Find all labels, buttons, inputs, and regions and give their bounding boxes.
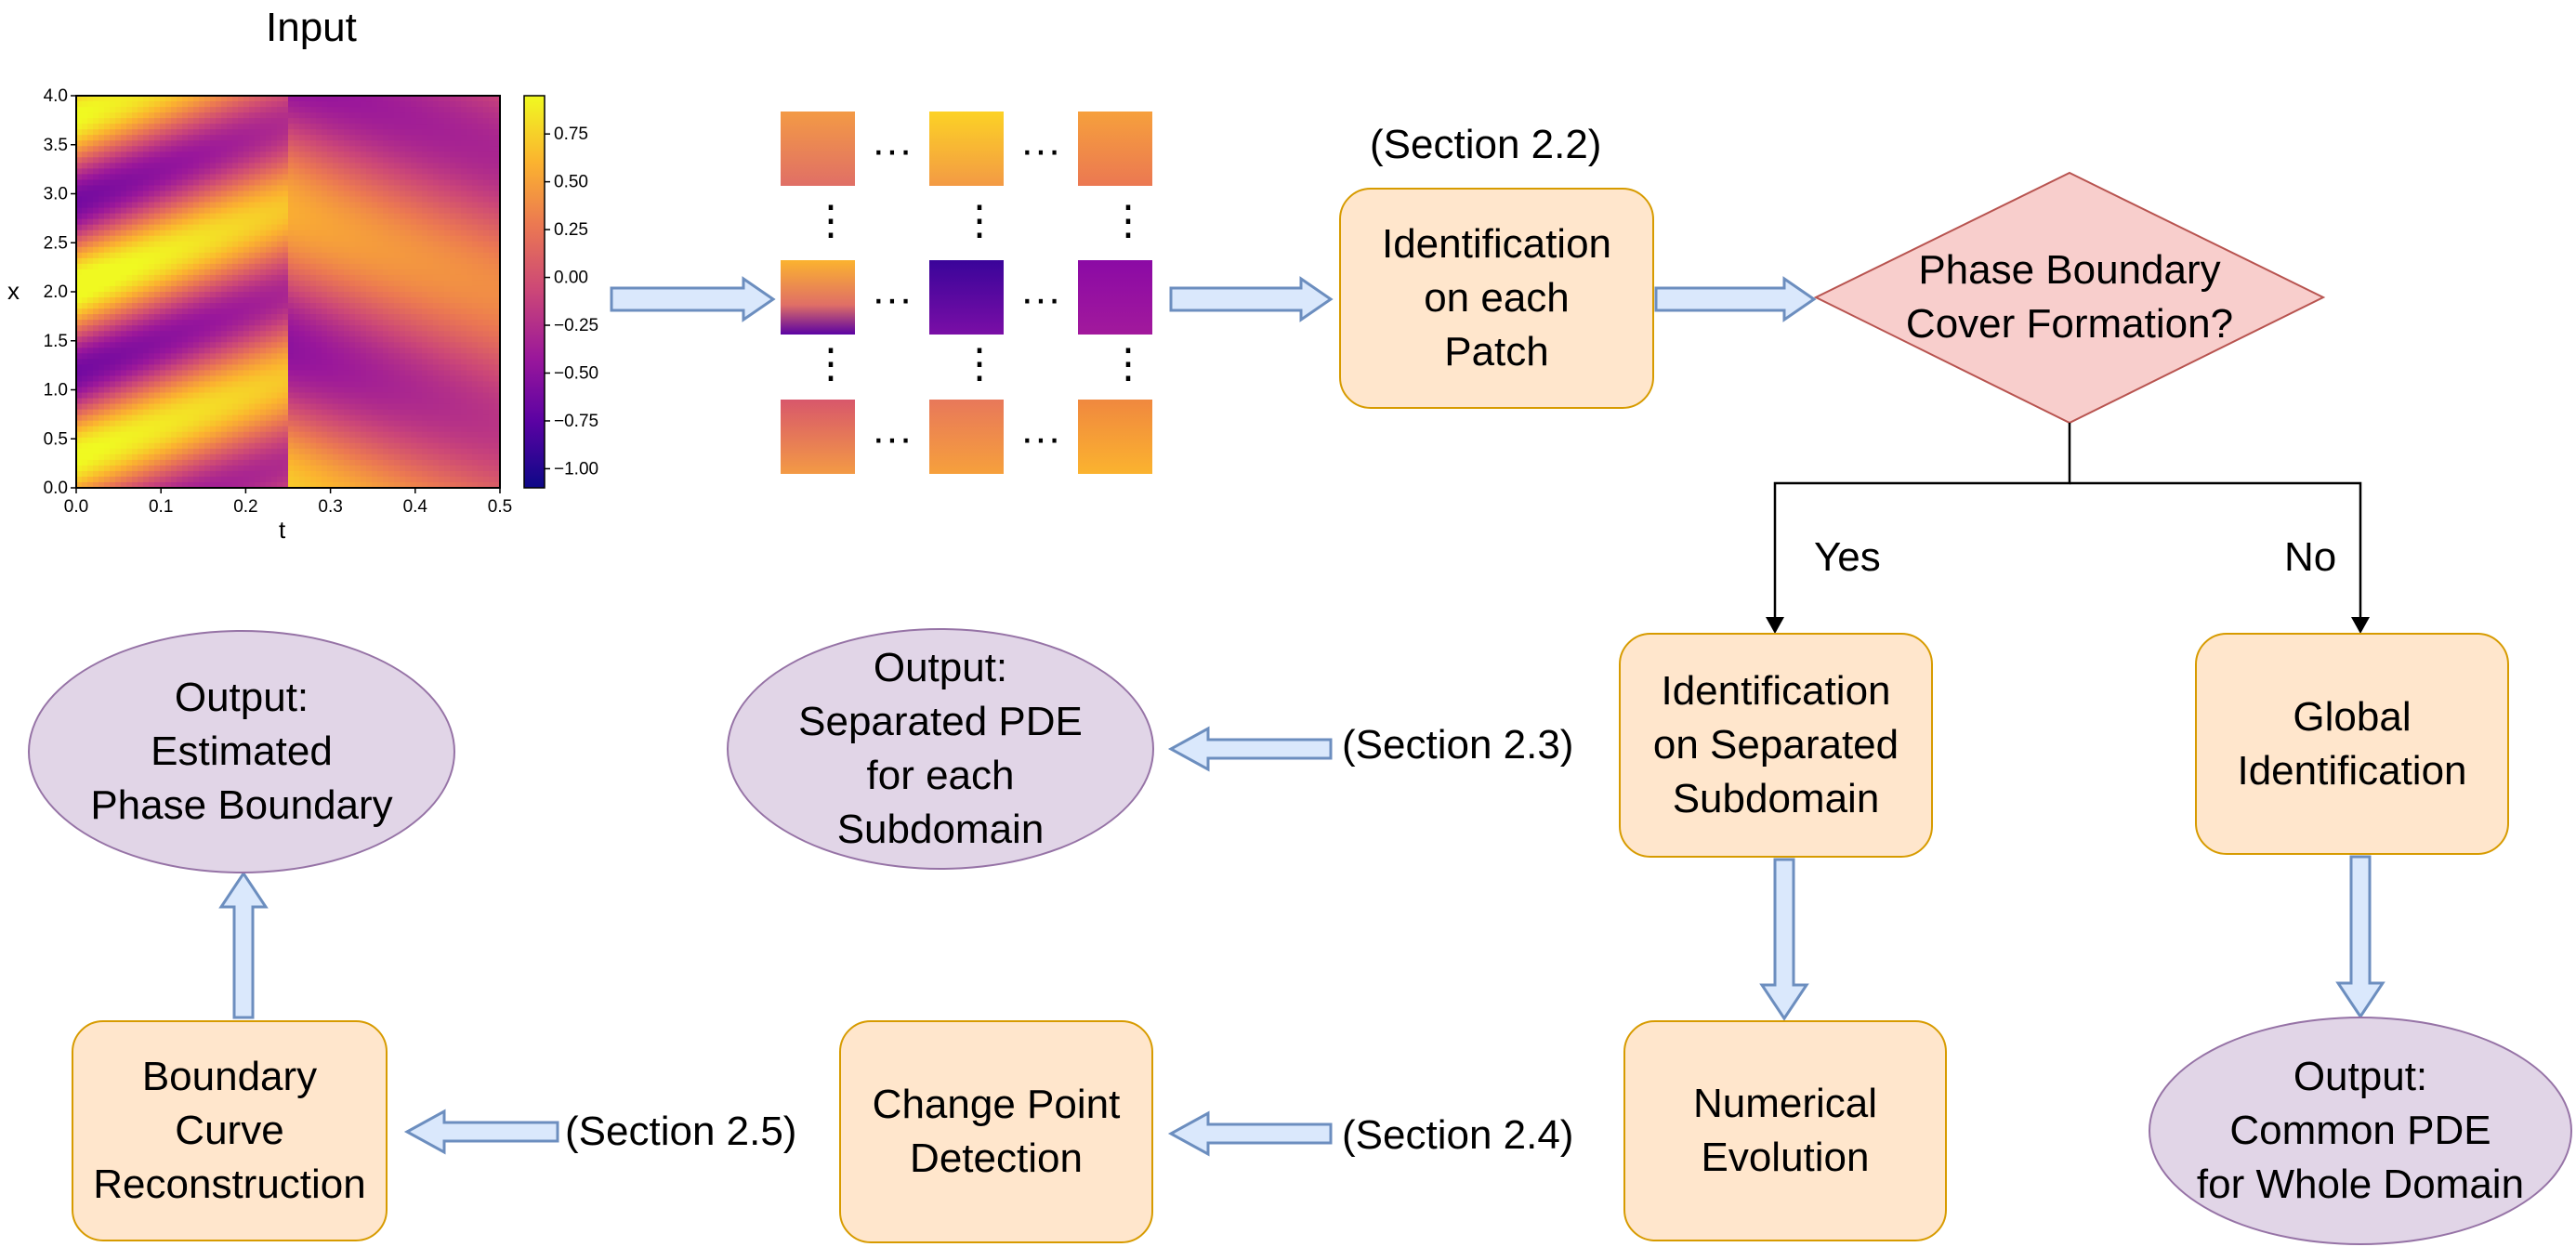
- heatmap-x-tick: 0.0: [64, 497, 88, 517]
- colorbar-tick: 0.50: [554, 173, 588, 192]
- yes-arrowhead: [1766, 617, 1784, 634]
- ellipsis-h-2: ···: [1020, 127, 1061, 173]
- yes-label: Yes: [1814, 534, 1881, 580]
- heatmap-x-tick: 0.5: [488, 497, 512, 517]
- section-2-2-label: (Section 2.2): [1370, 122, 1602, 167]
- colorbar-ticks: 0.75 0.50 0.25 0.00 −0.25 −0.50 −0.75 −1.00: [545, 125, 598, 479]
- ellipsis-h-3: ···: [872, 276, 913, 322]
- ellipsis-h-1: ···: [872, 127, 913, 173]
- no-arrowhead: [2351, 617, 2370, 634]
- heatmap-y-tick: 0.5: [44, 429, 68, 449]
- identification-each-patch-box: Identification on each Patch: [1339, 188, 1654, 409]
- ellipsis-v-2: ⋮: [959, 198, 1000, 243]
- ellipsis-h-5: ···: [872, 415, 913, 461]
- heatmap-y-tick: 3.0: [44, 185, 68, 204]
- identification-separated-subdomain-box: Identification on Separated Subdomain: [1619, 633, 1933, 858]
- heatmap-x-tick: 0.4: [403, 497, 428, 517]
- boundary-curve-reconstruction-box: Boundary Curve Reconstruction: [72, 1020, 388, 1241]
- section-2-4-label: (Section 2.4): [1342, 1112, 1574, 1158]
- arrow-identification-to-decision: [1654, 276, 1817, 322]
- output-separated-pde-ellipse: Output: Separated PDE for each Subdomain: [727, 628, 1154, 870]
- colorbar-tick: −0.25: [554, 316, 598, 335]
- section-2-3-label: (Section 2.3): [1342, 722, 1574, 768]
- patch-3-1: [781, 400, 855, 474]
- heatmap-x-tick: 0.2: [233, 497, 257, 517]
- no-label: No: [2284, 534, 2337, 580]
- patch-1-2: [929, 112, 1004, 186]
- ellipsis-v-5: ⋮: [959, 341, 1000, 387]
- input-title: Input: [266, 5, 357, 50]
- patch-2-2: [929, 260, 1004, 335]
- ellipsis-h-6: ···: [1020, 415, 1061, 461]
- heatmap-x-tick: 0.1: [149, 497, 173, 517]
- heatmap-y-tick: 3.5: [44, 136, 68, 155]
- colorbar-tick: −0.75: [554, 412, 598, 431]
- arrow-changepoint-to-boundary: [403, 1109, 559, 1155]
- heatmap-y-tick: 2.0: [44, 282, 68, 302]
- heatmap-x-tick: 0.3: [318, 497, 342, 517]
- arrow-global-to-output-common: [2335, 855, 2385, 1019]
- ellipsis-v-6: ⋮: [1108, 341, 1149, 387]
- heatmap-y-tick: 4.0: [44, 86, 68, 106]
- ellipsis-v-3: ⋮: [1108, 198, 1149, 243]
- section-2-5-label: (Section 2.5): [565, 1109, 797, 1154]
- colorbar-tick: −1.00: [554, 459, 598, 479]
- arrow-boundary-to-output: [218, 871, 269, 1019]
- colorbar-tick: 0.75: [554, 125, 588, 144]
- ellipsis-v-4: ⋮: [810, 341, 851, 387]
- colorbar-tick: 0.25: [554, 220, 588, 240]
- arrow-to-output-separated: [1167, 726, 1333, 772]
- patch-grid: [781, 112, 1152, 474]
- ellipsis-v-1: ⋮: [810, 198, 851, 243]
- patch-1-3: [1078, 112, 1152, 186]
- global-identification-box: Global Identification: [2195, 633, 2509, 855]
- colorbar-tick: −0.50: [554, 363, 598, 383]
- colorbar: [523, 95, 545, 489]
- arrow-patches-to-identification: [1169, 276, 1334, 322]
- heatmap-y-tick: 1.5: [44, 332, 68, 351]
- arrow-sep-to-numerical: [1759, 858, 1809, 1021]
- patch-2-1: [781, 260, 855, 335]
- heatmap-y-tick: 0.0: [44, 479, 68, 498]
- output-common-pde-ellipse: Output: Common PDE for Whole Domain: [2149, 1017, 2572, 1245]
- change-point-detection-box: Change Point Detection: [839, 1020, 1153, 1243]
- arrow-heatmap-to-patches: [610, 276, 776, 322]
- heatmap-y-tick: 1.0: [44, 381, 68, 400]
- input-heatmap: [75, 95, 501, 489]
- decision-label: Phase Boundary Cover Formation?: [1905, 247, 2234, 347]
- ellipsis-h-4: ···: [1020, 276, 1061, 322]
- patch-3-3: [1078, 400, 1152, 474]
- patch-3-2: [929, 400, 1004, 474]
- output-estimated-boundary-ellipse: Output: Estimated Phase Boundary: [28, 630, 455, 873]
- patch-2-3: [1078, 260, 1152, 335]
- heatmap-axes: 0.0 0.1 0.2 0.3 0.4 0.5 0.0 0.5 1.0 1.5 2.0 2.5 3.0 3…: [44, 86, 513, 517]
- colorbar-tick: 0.00: [554, 269, 588, 288]
- heatmap-y-tick: 2.5: [44, 233, 68, 253]
- patch-1-1: [781, 112, 855, 186]
- numerical-evolution-box: Numerical Evolution: [1623, 1020, 1947, 1241]
- decision-connectors: [1773, 423, 2362, 623]
- heatmap-y-axis-label: x: [7, 277, 20, 305]
- heatmap-x-axis-label: t: [279, 516, 286, 544]
- arrow-numerical-to-changepoint: [1167, 1110, 1333, 1157]
